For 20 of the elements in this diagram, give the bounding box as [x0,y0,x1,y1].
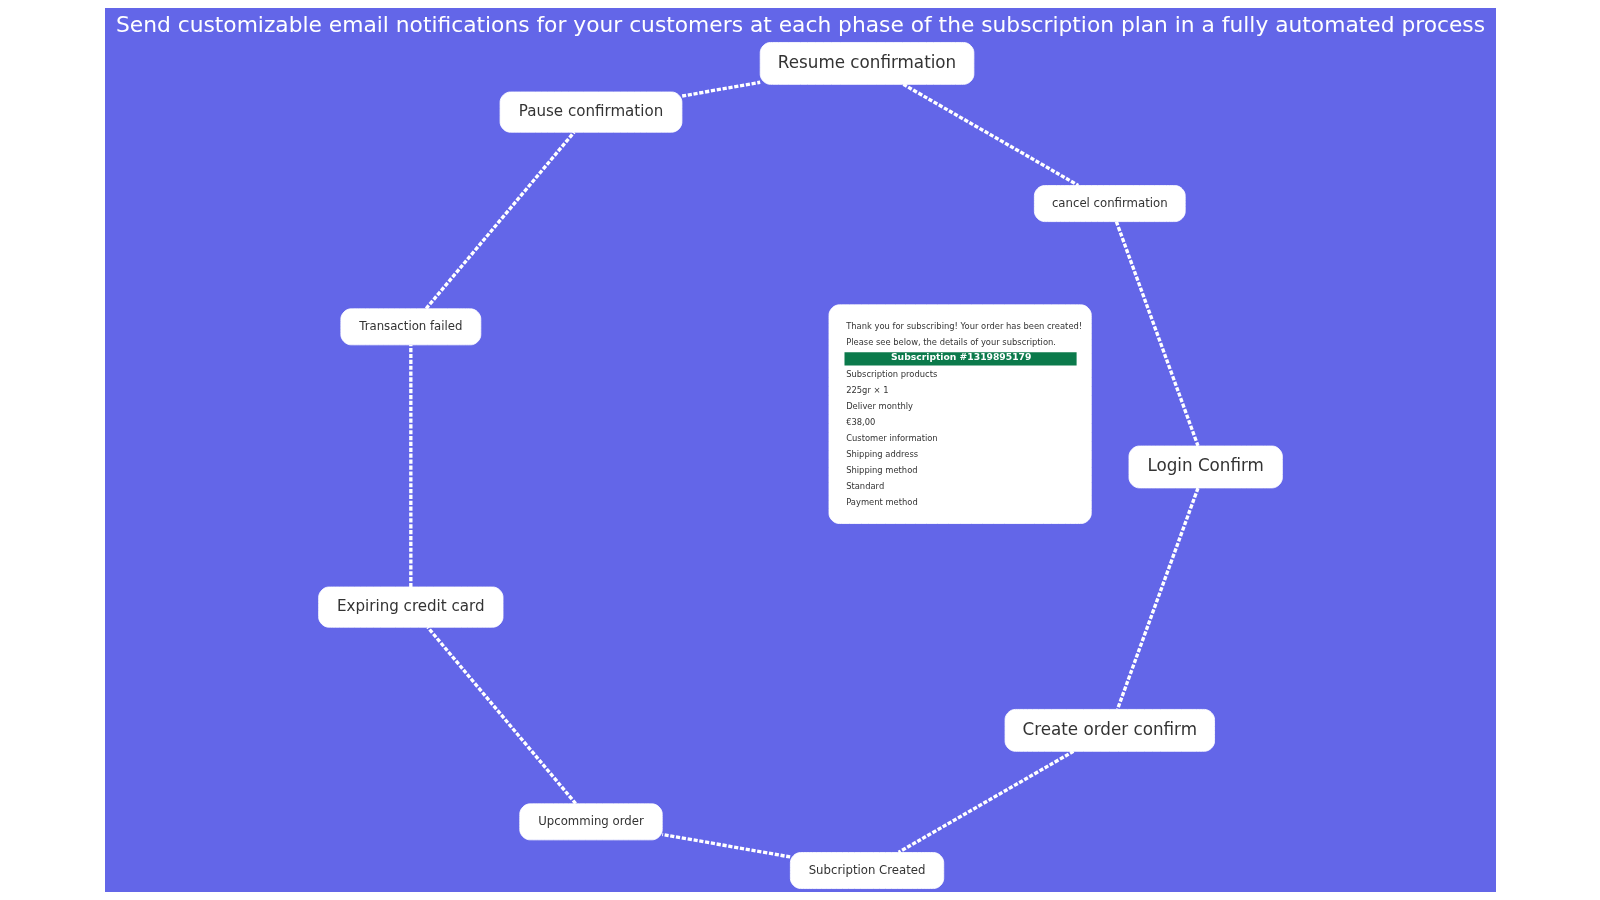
connector [1115,487,1200,710]
connector [1114,221,1200,447]
connector [425,626,577,805]
diagram-title: Send customizable email notifications for your customers at each phase of the subscription plan in a fully automated process [115,12,1485,38]
node-box: Upcomming order [518,803,663,841]
node-box: Subcription Created [789,852,944,889]
connector [408,344,412,587]
node-box: cancel confirmation [1033,185,1186,222]
connector [902,82,1079,187]
node-box: Expiring credit card [317,586,503,628]
connector [897,749,1074,854]
node-box: Transaction failed [339,308,481,346]
connector [424,131,575,310]
node-box: Pause confirmation [499,91,682,133]
node-box: Create order confirm [1004,709,1215,752]
node-box: Login Confirm [1128,445,1283,489]
node-box: Resume confirmation [759,42,974,85]
connector [681,80,760,98]
node-box: Thank you for subscribing! Your order has been created! Please see below, the details of your subscription. Subscription #1319895179 Subscription products 225gr × 1 Deliver monthly €38,00 Customer information Shipping address Shipping method Standard Payment method [828,304,1092,524]
connector [661,832,790,859]
